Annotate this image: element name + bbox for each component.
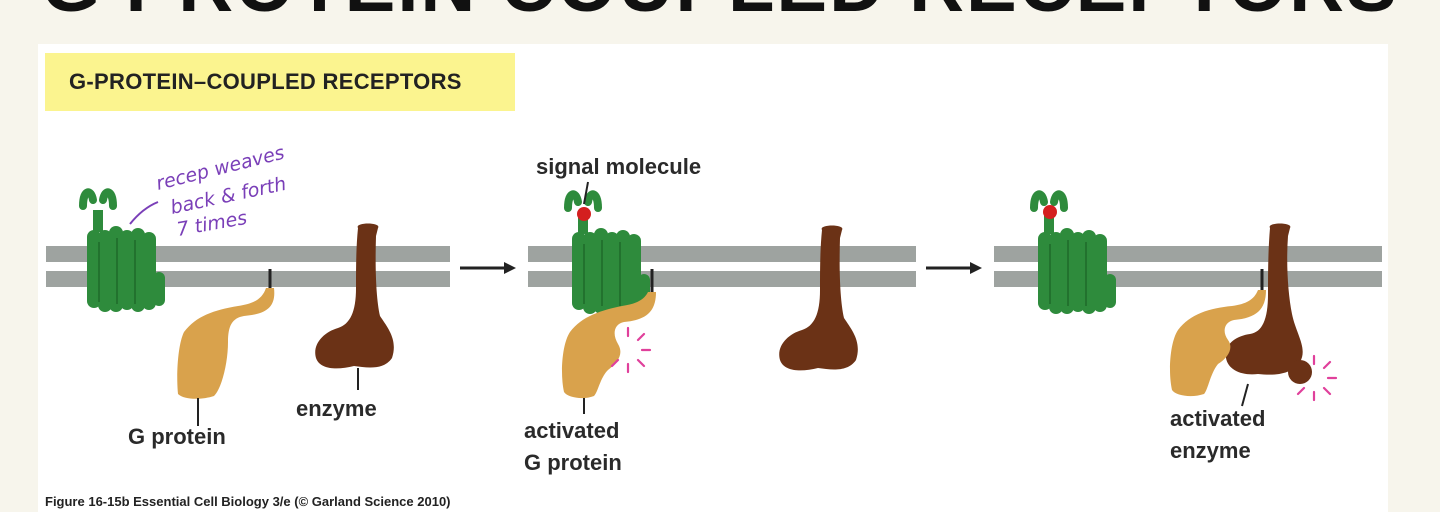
figure-panel: G-PROTEIN–COUPLED RECEPTORS xyxy=(38,44,1388,512)
figure-credit: Figure 16-15b Essential Cell Biology 3/e… xyxy=(45,494,451,509)
label-g-protein-2: G protein xyxy=(524,450,622,475)
annotation-stroke xyxy=(129,201,159,225)
arrow-right-icon xyxy=(926,262,982,274)
label-g-protein: G protein xyxy=(128,424,226,449)
activated-g-protein-icon xyxy=(1170,290,1266,397)
label-activated-enzyme-2: enzyme xyxy=(1170,438,1251,463)
signal-molecule-icon xyxy=(577,207,591,221)
label-enzyme: enzyme xyxy=(296,396,377,421)
gpcr-diagram: G protein enzyme recep weaves back & for… xyxy=(46,142,1382,475)
arrow-right-icon xyxy=(460,262,516,274)
enzyme-icon xyxy=(1225,223,1312,384)
signal-molecule-icon xyxy=(1043,205,1057,219)
receptor-icon xyxy=(83,192,165,312)
figure-header: G-PROTEIN–COUPLED RECEPTORS xyxy=(45,53,515,111)
leader-line xyxy=(1241,383,1249,407)
label-activated: activated xyxy=(524,418,619,443)
leader-line xyxy=(583,181,589,205)
slide-title: G PROTEIN COUPLED RECEPTORS xyxy=(0,0,1440,29)
enzyme-icon xyxy=(315,223,394,369)
g-protein-icon xyxy=(177,269,275,399)
label-activated-enzyme-1: activated xyxy=(1170,406,1265,431)
label-signal-molecule: signal molecule xyxy=(536,154,701,179)
activated-g-protein-icon xyxy=(562,269,656,399)
